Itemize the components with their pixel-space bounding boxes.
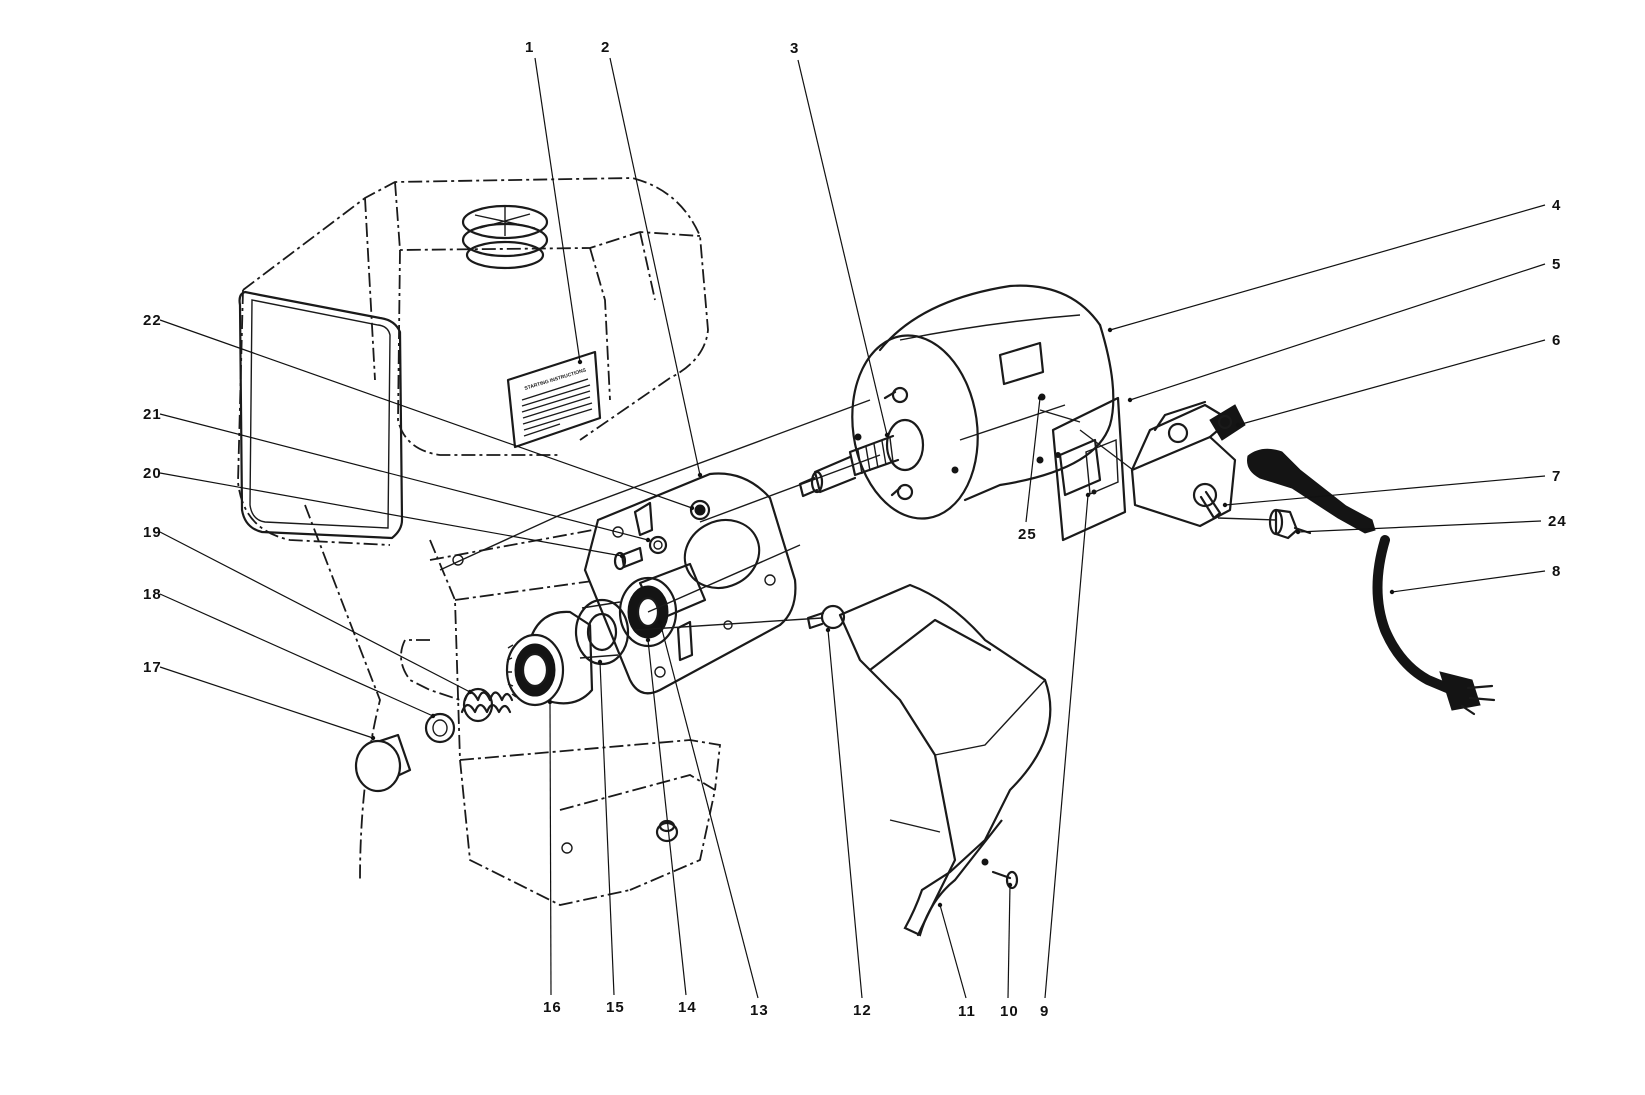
mounting-bracket [583, 472, 797, 695]
leader-dot-25 [1037, 395, 1043, 401]
fuel-tank: STARTING INSTRUCTIONS [238, 204, 602, 540]
nut-18 [424, 712, 456, 744]
callout-17: 17 [143, 659, 162, 676]
leader-line-17 [159, 666, 374, 739]
callout-22: 22 [143, 312, 162, 329]
leader-dot-14 [645, 637, 651, 643]
screw-10 [991, 870, 1019, 890]
toggle-boot [1268, 508, 1312, 540]
callout-14: 14 [678, 999, 697, 1016]
leader-dot-5 [1127, 397, 1133, 403]
leader-line-9 [1044, 494, 1089, 999]
drive-washer-15 [574, 598, 630, 666]
callout-12: 12 [853, 1002, 872, 1019]
leader-dot-22 [689, 505, 695, 511]
starting-instructions-decal: STARTING INSTRUCTIONS [506, 350, 602, 449]
callout-9: 9 [1040, 1003, 1049, 1020]
engine-phantom-outline [237, 177, 721, 906]
leader-line-5 [1129, 263, 1546, 401]
leader-line-21 [159, 413, 649, 541]
starter-motor [798, 284, 1115, 520]
leader-dot-7 [1222, 502, 1228, 508]
callout-leaders [159, 57, 1546, 999]
cap-17 [354, 733, 412, 793]
leader-line-15 [599, 661, 615, 996]
leader-line-22 [159, 319, 693, 509]
callout-8: 8 [1552, 563, 1561, 580]
leader-line-8 [1391, 570, 1546, 593]
callout-1: 1 [525, 39, 534, 56]
leader-dot-15 [597, 659, 603, 665]
leader-dot-13 [657, 619, 663, 625]
leader-line-13 [659, 621, 759, 999]
leader-line-6 [1237, 339, 1546, 426]
leader-dot-11 [937, 902, 943, 908]
leader-dot-17 [370, 735, 376, 741]
callout-25: 25 [1018, 526, 1037, 543]
terminal-gasket [1051, 396, 1127, 542]
callout-2: 2 [601, 39, 610, 56]
callout-20: 20 [143, 465, 162, 482]
bolt-12 [806, 604, 846, 630]
callout-19: 19 [143, 524, 162, 541]
leader-line-12 [827, 629, 863, 999]
callout-7: 7 [1552, 468, 1561, 485]
leader-dot-10 [1007, 882, 1013, 888]
bracket-fasteners [613, 535, 668, 571]
switch-box [1130, 400, 1246, 528]
leader-line-10 [1007, 884, 1011, 999]
leader-line-1 [534, 57, 581, 363]
callout-21: 21 [143, 406, 162, 423]
leader-dot-16 [547, 699, 553, 705]
leader-dot-18 [430, 713, 436, 719]
callout-13: 13 [750, 1002, 769, 1019]
leader-line-25 [1025, 397, 1041, 523]
leader-dot-24 [1295, 529, 1301, 535]
leader-dot-3 [884, 432, 890, 438]
leader-dot-19 [467, 689, 473, 695]
cover-plate [1085, 438, 1119, 496]
leader-dot-12 [825, 627, 831, 633]
callout-16: 16 [543, 999, 562, 1016]
callout-labels: 1 2 3 4 5 6 7 8 9 10 11 12 13 14 15 16 1… [143, 39, 1567, 1020]
drive-gear-16 [505, 610, 594, 707]
leader-dot-8 [1389, 589, 1395, 595]
leader-dot-4 [1107, 327, 1113, 333]
leader-line-3 [797, 59, 888, 436]
leader-line-24 [1297, 520, 1542, 533]
leader-line-7 [1224, 475, 1546, 506]
callout-6: 6 [1552, 332, 1561, 349]
callout-15: 15 [606, 999, 625, 1016]
leader-dot-9 [1085, 492, 1091, 498]
leader-dot-6 [1235, 422, 1241, 428]
leader-line-16 [549, 701, 552, 996]
leader-line-18 [159, 593, 434, 717]
leader-dot-1 [577, 359, 583, 365]
callout-18: 18 [143, 586, 162, 603]
callout-10: 10 [1000, 1003, 1019, 1020]
callout-11: 11 [958, 1003, 976, 1020]
leader-dot-21 [645, 537, 651, 543]
leader-dot-2 [697, 472, 703, 478]
callout-4: 4 [1552, 197, 1561, 214]
fuel-cap [461, 204, 549, 270]
callout-3: 3 [790, 40, 799, 57]
leader-line-20 [159, 472, 623, 557]
leader-line-19 [159, 531, 471, 693]
belt-guard [838, 583, 1052, 937]
leader-line-4 [1109, 204, 1546, 331]
power-cord [1247, 448, 1496, 716]
leader-line-2 [609, 57, 701, 476]
leader-dot-20 [619, 553, 625, 559]
toggle-switch [1192, 482, 1222, 520]
alignment-lines [439, 399, 1277, 833]
leader-line-11 [939, 904, 967, 999]
leader-line-14 [647, 639, 687, 996]
callout-24: 24 [1548, 513, 1567, 530]
callout-5: 5 [1552, 256, 1561, 273]
spring-19 [460, 687, 514, 723]
